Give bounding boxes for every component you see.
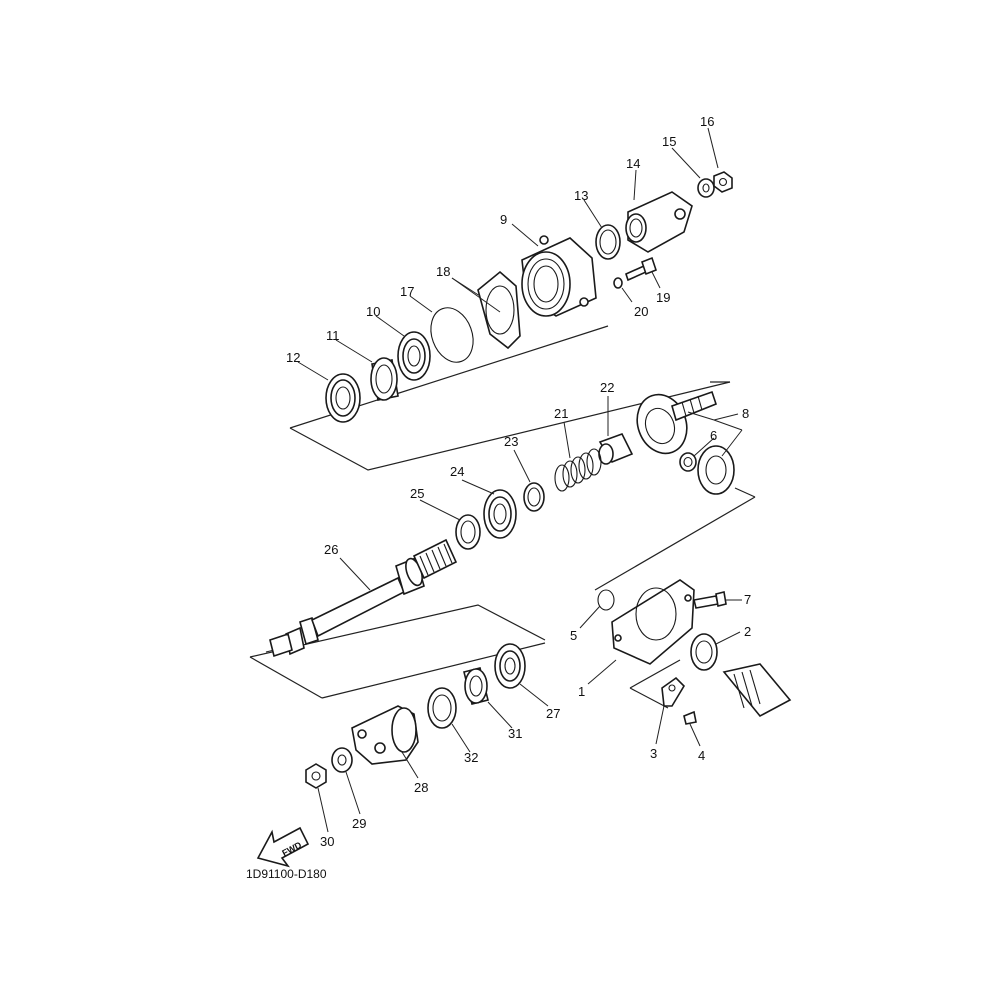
callout-27: 27 [546, 706, 560, 721]
group-outline-middle [594, 487, 756, 591]
callout-20: 20 [634, 304, 648, 319]
part-20-washer [613, 277, 623, 289]
callout-13: 13 [574, 188, 588, 203]
part-29-washer [331, 747, 353, 773]
part-26-shaft [265, 538, 458, 658]
callout-6: 6 [710, 428, 717, 443]
part-24-bearing [483, 489, 517, 539]
callout-31: 31 [508, 726, 522, 741]
part-12-bearing [325, 373, 361, 423]
part-15-washer [697, 178, 715, 198]
part-16-nut [713, 171, 733, 193]
part-3-bracket [661, 676, 686, 707]
part-22-coupling [598, 433, 634, 465]
part-13-seal [595, 224, 621, 260]
callout-2: 2 [744, 624, 751, 639]
callout-21: 21 [554, 406, 568, 421]
part-4-screw [683, 710, 697, 725]
part-31-sleeve [463, 667, 489, 705]
part-11-sleeve [370, 357, 399, 401]
callout-30: 30 [320, 834, 334, 849]
part-28-yoke [351, 705, 419, 765]
pinion-shaft [722, 663, 792, 718]
part-30-nut [305, 763, 327, 789]
callout-5: 5 [570, 628, 577, 643]
callout-18: 18 [436, 264, 450, 279]
callout-29: 29 [352, 816, 366, 831]
callout-26: 26 [324, 542, 338, 557]
callout-17: 17 [400, 284, 414, 299]
callout-11: 11 [326, 328, 340, 343]
part-32-seal [427, 687, 457, 729]
callout-labels: 1 2 3 4 5 6 7 8 9 10 11 12 13 14 15 16 1… [286, 114, 751, 849]
part-5-o-ring [597, 589, 615, 611]
callout-25: 25 [410, 486, 424, 501]
callout-16: 16 [700, 114, 714, 129]
callout-28: 28 [414, 780, 428, 795]
part-7-bolt [693, 591, 727, 609]
group-outline-housing [629, 659, 681, 709]
callout-19: 19 [656, 290, 670, 305]
part-25-seal [455, 514, 481, 550]
callout-15: 15 [662, 134, 676, 149]
callout-32: 32 [464, 750, 478, 765]
leader-lines [297, 127, 743, 833]
callout-7: 7 [744, 592, 751, 607]
part-9-retainer [521, 235, 597, 317]
callout-12: 12 [286, 350, 300, 365]
part-6-nut [679, 452, 697, 472]
part-10-bearing [397, 331, 431, 381]
callout-4: 4 [698, 748, 705, 763]
part-1-housing [611, 579, 695, 665]
callout-9: 9 [500, 212, 507, 227]
part-18-shim [477, 270, 521, 350]
callout-23: 23 [504, 434, 518, 449]
part-8-pinion-gear [636, 390, 735, 495]
part-21-spring [554, 448, 602, 492]
part-14-yoke [625, 191, 693, 253]
part-17-o-ring [430, 307, 474, 363]
fwd-arrow-icon: FWD [256, 826, 310, 868]
callout-22: 22 [600, 380, 614, 395]
callout-24: 24 [450, 464, 464, 479]
callout-10: 10 [366, 304, 380, 319]
callout-3: 3 [650, 746, 657, 761]
callout-14: 14 [626, 156, 640, 171]
callout-1: 1 [578, 684, 585, 699]
part-27-bearing [494, 643, 526, 689]
callout-8: 8 [742, 406, 749, 421]
part-23-collar [523, 482, 545, 512]
part-2-bearing [690, 633, 718, 671]
drawing-code: 1D91100-D180 [246, 867, 327, 881]
part-19-bolt [625, 256, 657, 282]
